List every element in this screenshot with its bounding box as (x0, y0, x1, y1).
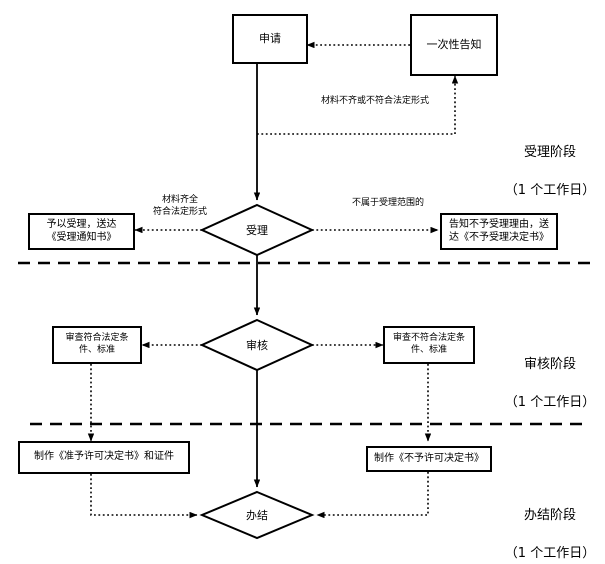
edge-label-out-of-scope: 不属于受理范围的 (351, 198, 424, 208)
node-review[interactable]: 审核 (217, 333, 297, 357)
node-review-fail[interactable]: 审查不符合法定条 件、标准 (383, 326, 475, 364)
edge-label-materials-incomplete: 材料不齐或不符合法定形式 (320, 96, 429, 106)
node-apply-label: 申请 (259, 31, 281, 45)
node-make-permit-label: 制作《准予许可决定书》和证件 (34, 451, 174, 463)
node-one-time-notice[interactable]: 一次性告知 (410, 14, 498, 76)
stage-completion-name: 办结阶段 (523, 507, 576, 523)
node-review-label: 审核 (246, 339, 268, 352)
node-accept-label: 受理 (246, 224, 268, 237)
stage-label-review: 审核阶段 （1 个工作日） (500, 337, 600, 431)
node-review-fail-label: 审查不符合法定条 件、标准 (392, 333, 465, 355)
stage-completion-duration: （1 个工作日） (504, 545, 596, 561)
stage-review-name: 审核阶段 (523, 356, 576, 372)
stage-acceptance-name: 受理阶段 (523, 144, 576, 160)
edge-make-refuse-to-finish (316, 472, 429, 519)
finish-diamond-shape (199, 490, 315, 540)
edge-make-permit-to-finish (90, 474, 198, 519)
node-review-pass[interactable]: 审查符合法定条 件、标准 (52, 326, 142, 364)
edge-materials-incomplete (257, 75, 459, 135)
node-accept-yes-label: 予以受理，送达 《受理通知书》 (46, 218, 117, 243)
stage-acceptance-duration: （1 个工作日） (504, 182, 596, 198)
node-accept[interactable]: 受理 (217, 218, 297, 242)
node-accept-no[interactable]: 告知不予受理理由，送 达《不予受理决定书》 (440, 213, 558, 250)
edge-label-materials-complete: 材料齐全 符合法定形式 (152, 195, 207, 217)
stage-label-acceptance: 受理阶段 （1 个工作日） (500, 125, 600, 219)
node-apply[interactable]: 申请 (232, 14, 308, 64)
node-accept-no-label: 告知不予受理理由，送 达《不予受理决定书》 (449, 218, 549, 243)
node-finish[interactable]: 办结 (217, 503, 297, 527)
node-make-refuse-label: 制作《不予许可决定书》 (374, 452, 484, 464)
node-accept-yes[interactable]: 予以受理，送达 《受理通知书》 (28, 213, 135, 250)
node-make-refuse[interactable]: 制作《不予许可决定书》 (366, 446, 492, 472)
node-finish-label: 办结 (246, 509, 268, 522)
node-make-permit[interactable]: 制作《准予许可决定书》和证件 (18, 441, 190, 474)
stage-review-duration: （1 个工作日） (504, 394, 596, 410)
node-review-pass-label: 审查符合法定条 件、标准 (65, 333, 129, 355)
stage-label-completion: 办结阶段 （1 个工作日） (500, 488, 600, 564)
node-one-time-notice-label: 一次性告知 (426, 37, 482, 51)
